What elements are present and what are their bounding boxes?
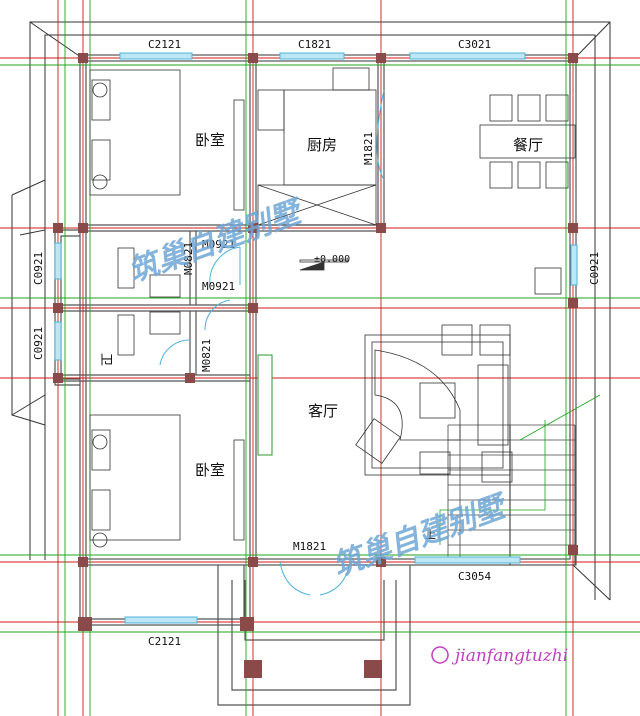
watermark-top: 筑巢自建别墅 (124, 193, 310, 289)
code-win-bottom-right: C3054 (458, 570, 491, 583)
code-win-left-2: C0921 (32, 327, 45, 360)
label-bath: 卫 (98, 353, 113, 366)
code-door-bath2: M0921 (202, 280, 235, 293)
doors (159, 89, 385, 596)
code-win-left-1: C0921 (32, 252, 45, 285)
brand-text: jianfangtuzhi (451, 646, 568, 666)
windows (54, 52, 578, 624)
brand-icon (431, 646, 449, 664)
code-win-top-left: C2121 (148, 38, 181, 51)
label-bedroom-top: 卧室 (195, 131, 225, 149)
columns (53, 53, 578, 678)
code-win-top-right: C3021 (458, 38, 491, 51)
label-living: 客厅 (308, 402, 338, 420)
code-door-bath1: M0821 (182, 242, 195, 275)
label-stair-up: 上 (425, 528, 436, 541)
code-door-kitchen: M1821 (362, 132, 375, 165)
label-dining: 餐厅 (513, 136, 543, 154)
elevation-mark: ±0.000 (314, 254, 350, 265)
bed-top (89, 69, 181, 196)
code-door-bed1: M0921 (202, 238, 235, 251)
code-door-bath3: M0821 (200, 339, 213, 372)
code-win-right: C0921 (588, 252, 601, 285)
room-labels: 卧室 厨房 餐厅 客厅 卧室 卫 上 (98, 131, 543, 541)
code-win-bottom-left: C2121 (148, 635, 181, 648)
opening-codes: C2121 C1821 C3021 M1821 M0921 M0821 M092… (32, 38, 601, 648)
label-kitchen: 厨房 (307, 136, 337, 154)
code-win-top-mid: C1821 (298, 38, 331, 51)
roof-outline (11, 21, 611, 601)
label-bedroom-bottom: 卧室 (195, 461, 225, 479)
code-door-main: M1821 (293, 540, 326, 553)
furniture (89, 67, 576, 548)
bed-bottom (89, 414, 181, 541)
